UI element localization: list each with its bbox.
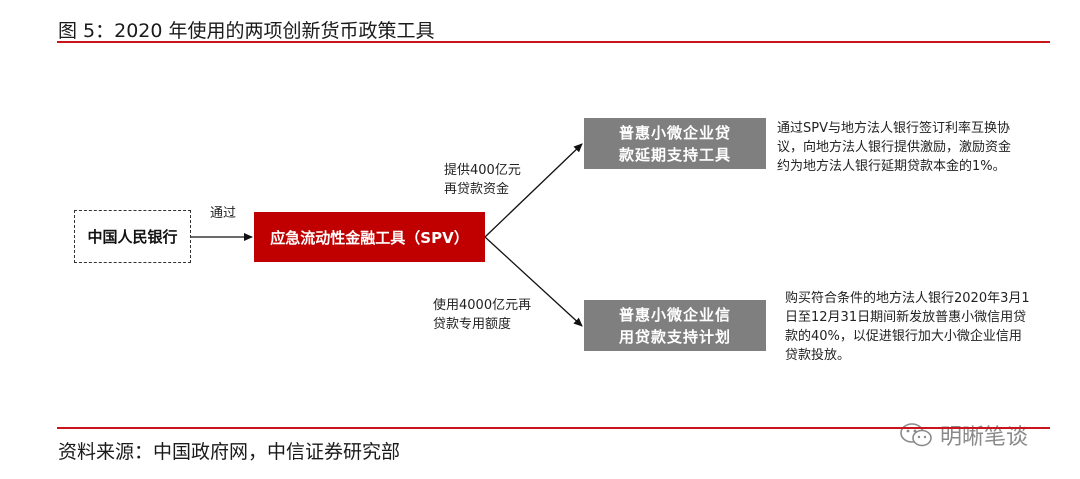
arrow-spv-to-tool-2 [484, 236, 583, 327]
figure-title: 图 5：2020 年使用的两项创新货币政策工具 [58, 20, 435, 42]
edge-label-upper-line-1: 提供400亿元 [444, 163, 521, 178]
edge-label-lower-line-1: 使用4000亿元再 [433, 298, 532, 313]
node-tool-1-line-1: 普惠小微企业贷 [618, 123, 731, 142]
edge-label-via: 通过 [210, 206, 237, 221]
node-tool-1-line-2: 款延期支持工具 [618, 145, 731, 164]
edge-label-lower: 使用4000亿元再 贷款专用额度 [433, 296, 531, 334]
edge-label-upper: 提供400亿元 再贷款资金 [444, 161, 521, 199]
watermark: 明晰笔谈 [898, 419, 1028, 451]
description-tool-2: 购买符合条件的地方法人银行2020年3月1日至12月31日期间新发放普惠小微信用… [785, 291, 1030, 363]
node-tool-credit-loan: 普惠小微企业信 用贷款支持计划 [584, 300, 766, 351]
node-spv: 应急流动性金融工具（SPV） [254, 212, 485, 262]
node-tool-loan-deferral: 普惠小微企业贷 款延期支持工具 [584, 118, 766, 169]
node-tool-2-line-1: 普惠小微企业信 [618, 305, 731, 324]
top-divider [57, 41, 1050, 43]
node-tool-2-line-2: 用贷款支持计划 [618, 327, 731, 346]
description-tool-1: 通过SPV与地方法人银行签订利率互换协议，向地方法人银行提供激励，激励资金约为地… [777, 121, 1012, 174]
bottom-divider [57, 427, 1050, 429]
arrow-spv-to-tool-1 [484, 143, 583, 238]
wechat-icon [900, 423, 932, 447]
node-pboc: 中国人民银行 [74, 210, 191, 263]
edge-label-upper-line-2: 再贷款资金 [444, 182, 510, 197]
source-note: 资料来源：中国政府网，中信证券研究部 [58, 441, 401, 463]
watermark-text: 明晰笔谈 [940, 425, 1029, 450]
edge-label-lower-line-2: 贷款专用额度 [433, 317, 512, 332]
